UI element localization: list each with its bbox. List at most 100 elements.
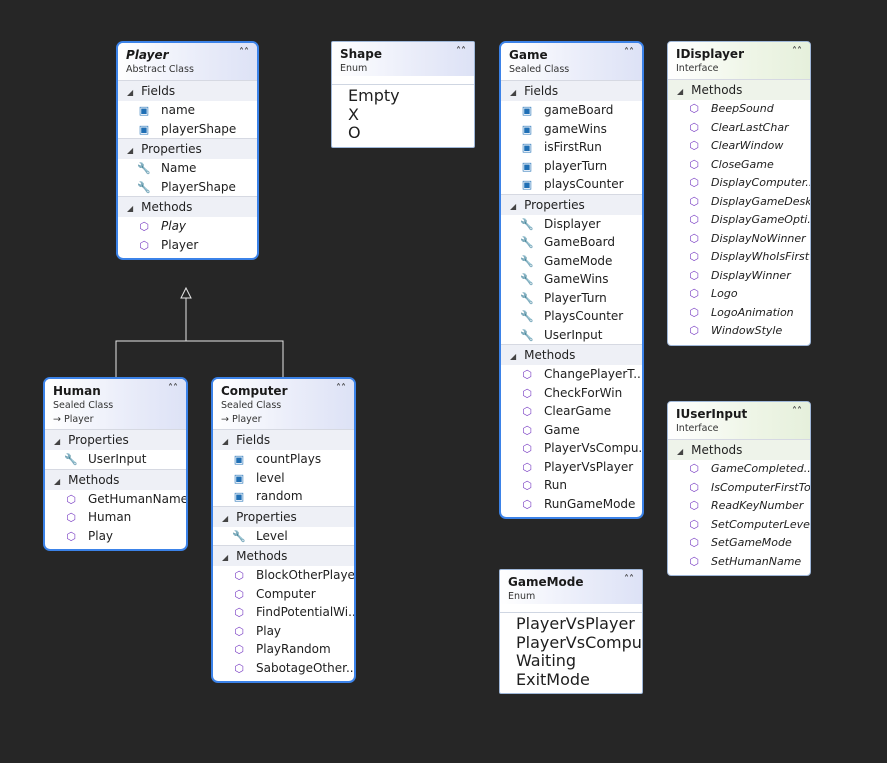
- enum-value[interactable]: Waiting: [516, 651, 577, 670]
- method-member[interactable]: ⬡DisplayComputer...: [668, 174, 810, 193]
- collapse-chevron-icon[interactable]: ˄˄: [168, 383, 178, 394]
- method-member[interactable]: ⬡ClearLastChar: [668, 119, 810, 138]
- method-member[interactable]: ⬡BlockOtherPlayer: [213, 566, 354, 585]
- enum-value[interactable]: X: [348, 104, 359, 124]
- collapse-chevron-icon[interactable]: ˄˄: [239, 47, 249, 58]
- method-member[interactable]: ⬡PlayerVsCompu...: [501, 439, 642, 458]
- method-member[interactable]: ⬡SetHumanName: [668, 553, 810, 572]
- method-member[interactable]: ⬡PlayerVsPlayer: [501, 458, 642, 477]
- method-member[interactable]: ⬡SabotageOther...: [213, 659, 354, 678]
- collapse-chevron-icon[interactable]: ˄˄: [624, 574, 634, 585]
- triangle-down-icon[interactable]: ◢: [54, 437, 61, 446]
- property-member[interactable]: 🔧PlayerTurn: [501, 289, 642, 308]
- method-member[interactable]: ⬡ClearWindow: [668, 137, 810, 156]
- method-member[interactable]: ⬡Play: [45, 527, 186, 546]
- fields-section-header[interactable]: ◢Fields: [213, 429, 354, 450]
- method-member[interactable]: ⬡GameCompleted...: [668, 460, 810, 479]
- enum-value[interactable]: ExitMode: [516, 669, 590, 689]
- method-member[interactable]: ⬡CloseGame: [668, 156, 810, 175]
- method-member[interactable]: ⬡Logo: [668, 285, 810, 304]
- method-member[interactable]: ⬡SetComputerLevel: [668, 516, 810, 535]
- methods-section-header[interactable]: ◢Methods: [668, 79, 810, 100]
- fyld-member[interactable]: ▣playsCounter: [501, 175, 642, 194]
- method-member[interactable]: ⬡DisplayNoWinner: [668, 230, 810, 249]
- methods-section-header[interactable]: ◢Methods: [501, 344, 642, 365]
- method-member[interactable]: ⬡ClearGame: [501, 402, 642, 421]
- triangle-down-icon[interactable]: ◢: [510, 352, 517, 361]
- method-member[interactable]: ⬡Game: [501, 421, 642, 440]
- property-member[interactable]: 🔧PlaysCounter: [501, 307, 642, 326]
- method-member[interactable]: ⬡DisplayWhoIsFirst: [668, 248, 810, 267]
- method-member[interactable]: ⬡Play: [118, 217, 257, 236]
- properties-section-header[interactable]: ◢Properties: [213, 505, 354, 527]
- properties-section-header[interactable]: ◢Properties: [45, 429, 186, 450]
- methods-section-header[interactable]: ◢Methods: [213, 545, 354, 566]
- fyld-member[interactable]: ▣countPlays: [213, 450, 354, 469]
- method-member[interactable]: ⬡Computer: [213, 585, 354, 604]
- method-member[interactable]: ⬡BeepSound: [668, 100, 810, 119]
- triangle-down-icon[interactable]: ◢: [127, 88, 134, 97]
- property-member[interactable]: 🔧GameMode: [501, 252, 642, 271]
- triangle-down-icon[interactable]: ◢: [222, 437, 229, 446]
- collapse-chevron-icon[interactable]: ˄˄: [624, 47, 634, 58]
- method-member[interactable]: ⬡FindPotentialWi...: [213, 603, 354, 622]
- method-member[interactable]: ⬡LogoAnimation: [668, 304, 810, 323]
- fyld-member[interactable]: ▣gameBoard: [501, 101, 642, 120]
- method-member[interactable]: ⬡DisplayGameOpti...: [668, 211, 810, 230]
- enum-value[interactable]: Empty: [348, 86, 400, 105]
- collapse-chevron-icon[interactable]: ˄˄: [336, 383, 346, 394]
- method-member[interactable]: ⬡GetHumanName: [45, 490, 186, 509]
- properties-section-header[interactable]: ◢Properties: [501, 193, 642, 215]
- triangle-down-icon[interactable]: ◢: [222, 513, 229, 523]
- method-member[interactable]: ⬡ReadKeyNumber: [668, 497, 810, 516]
- collapse-chevron-icon[interactable]: ˄˄: [792, 46, 802, 57]
- fyld-member[interactable]: ▣gameWins: [501, 120, 642, 139]
- triangle-down-icon[interactable]: ◢: [510, 201, 517, 211]
- fyld-member[interactable]: ▣isFirstRun: [501, 138, 642, 157]
- triangle-down-icon[interactable]: ◢: [677, 87, 684, 96]
- property-member[interactable]: 🔧PlayerShape: [118, 178, 257, 197]
- method-member[interactable]: ⬡ChangePlayerT...: [501, 365, 642, 384]
- property-member[interactable]: 🔧Name: [118, 159, 257, 178]
- property-member[interactable]: 🔧UserInput: [45, 450, 186, 469]
- triangle-down-icon[interactable]: ◢: [127, 146, 134, 155]
- properties-section-header[interactable]: ◢Properties: [118, 138, 257, 159]
- methods-section-header[interactable]: ◢Methods: [668, 439, 810, 460]
- collapse-chevron-icon[interactable]: ˄˄: [456, 46, 466, 57]
- property-member[interactable]: 🔧Displayer: [501, 215, 642, 234]
- fyld-member[interactable]: ▣level: [213, 469, 354, 488]
- property-member[interactable]: 🔧GameWins: [501, 270, 642, 289]
- methods-section-header[interactable]: ◢Methods: [45, 468, 186, 490]
- triangle-down-icon[interactable]: ◢: [677, 447, 684, 456]
- method-member[interactable]: ⬡IsComputerFirstTo...: [668, 479, 810, 498]
- fyld-member[interactable]: ▣playerTurn: [501, 157, 642, 176]
- method-member[interactable]: ⬡PlayRandom: [213, 640, 354, 659]
- property-member[interactable]: 🔧UserInput: [501, 326, 642, 345]
- fyld-member[interactable]: ▣random: [213, 487, 354, 506]
- method-member[interactable]: ⬡Run: [501, 476, 642, 495]
- enum-value[interactable]: PlayerVsPlayer: [516, 614, 635, 633]
- enum-value[interactable]: O: [348, 123, 361, 142]
- method-member[interactable]: ⬡DisplayWinner: [668, 267, 810, 286]
- triangle-down-icon[interactable]: ◢: [54, 476, 61, 486]
- method-member[interactable]: ⬡Player: [118, 236, 257, 255]
- fields-section-header[interactable]: ◢Fields: [118, 80, 257, 101]
- fields-section-header[interactable]: ◢Fields: [501, 80, 642, 101]
- collapse-chevron-icon[interactable]: ˄˄: [792, 406, 802, 417]
- method-member[interactable]: ⬡CheckForWin: [501, 384, 642, 403]
- property-member[interactable]: 🔧Level: [213, 527, 354, 546]
- method-member[interactable]: ⬡Human: [45, 508, 186, 527]
- fyld-member[interactable]: ▣name: [118, 101, 257, 120]
- property-member[interactable]: 🔧GameBoard: [501, 233, 642, 252]
- methods-section-header[interactable]: ◢Methods: [118, 196, 257, 217]
- triangle-down-icon[interactable]: ◢: [127, 204, 134, 213]
